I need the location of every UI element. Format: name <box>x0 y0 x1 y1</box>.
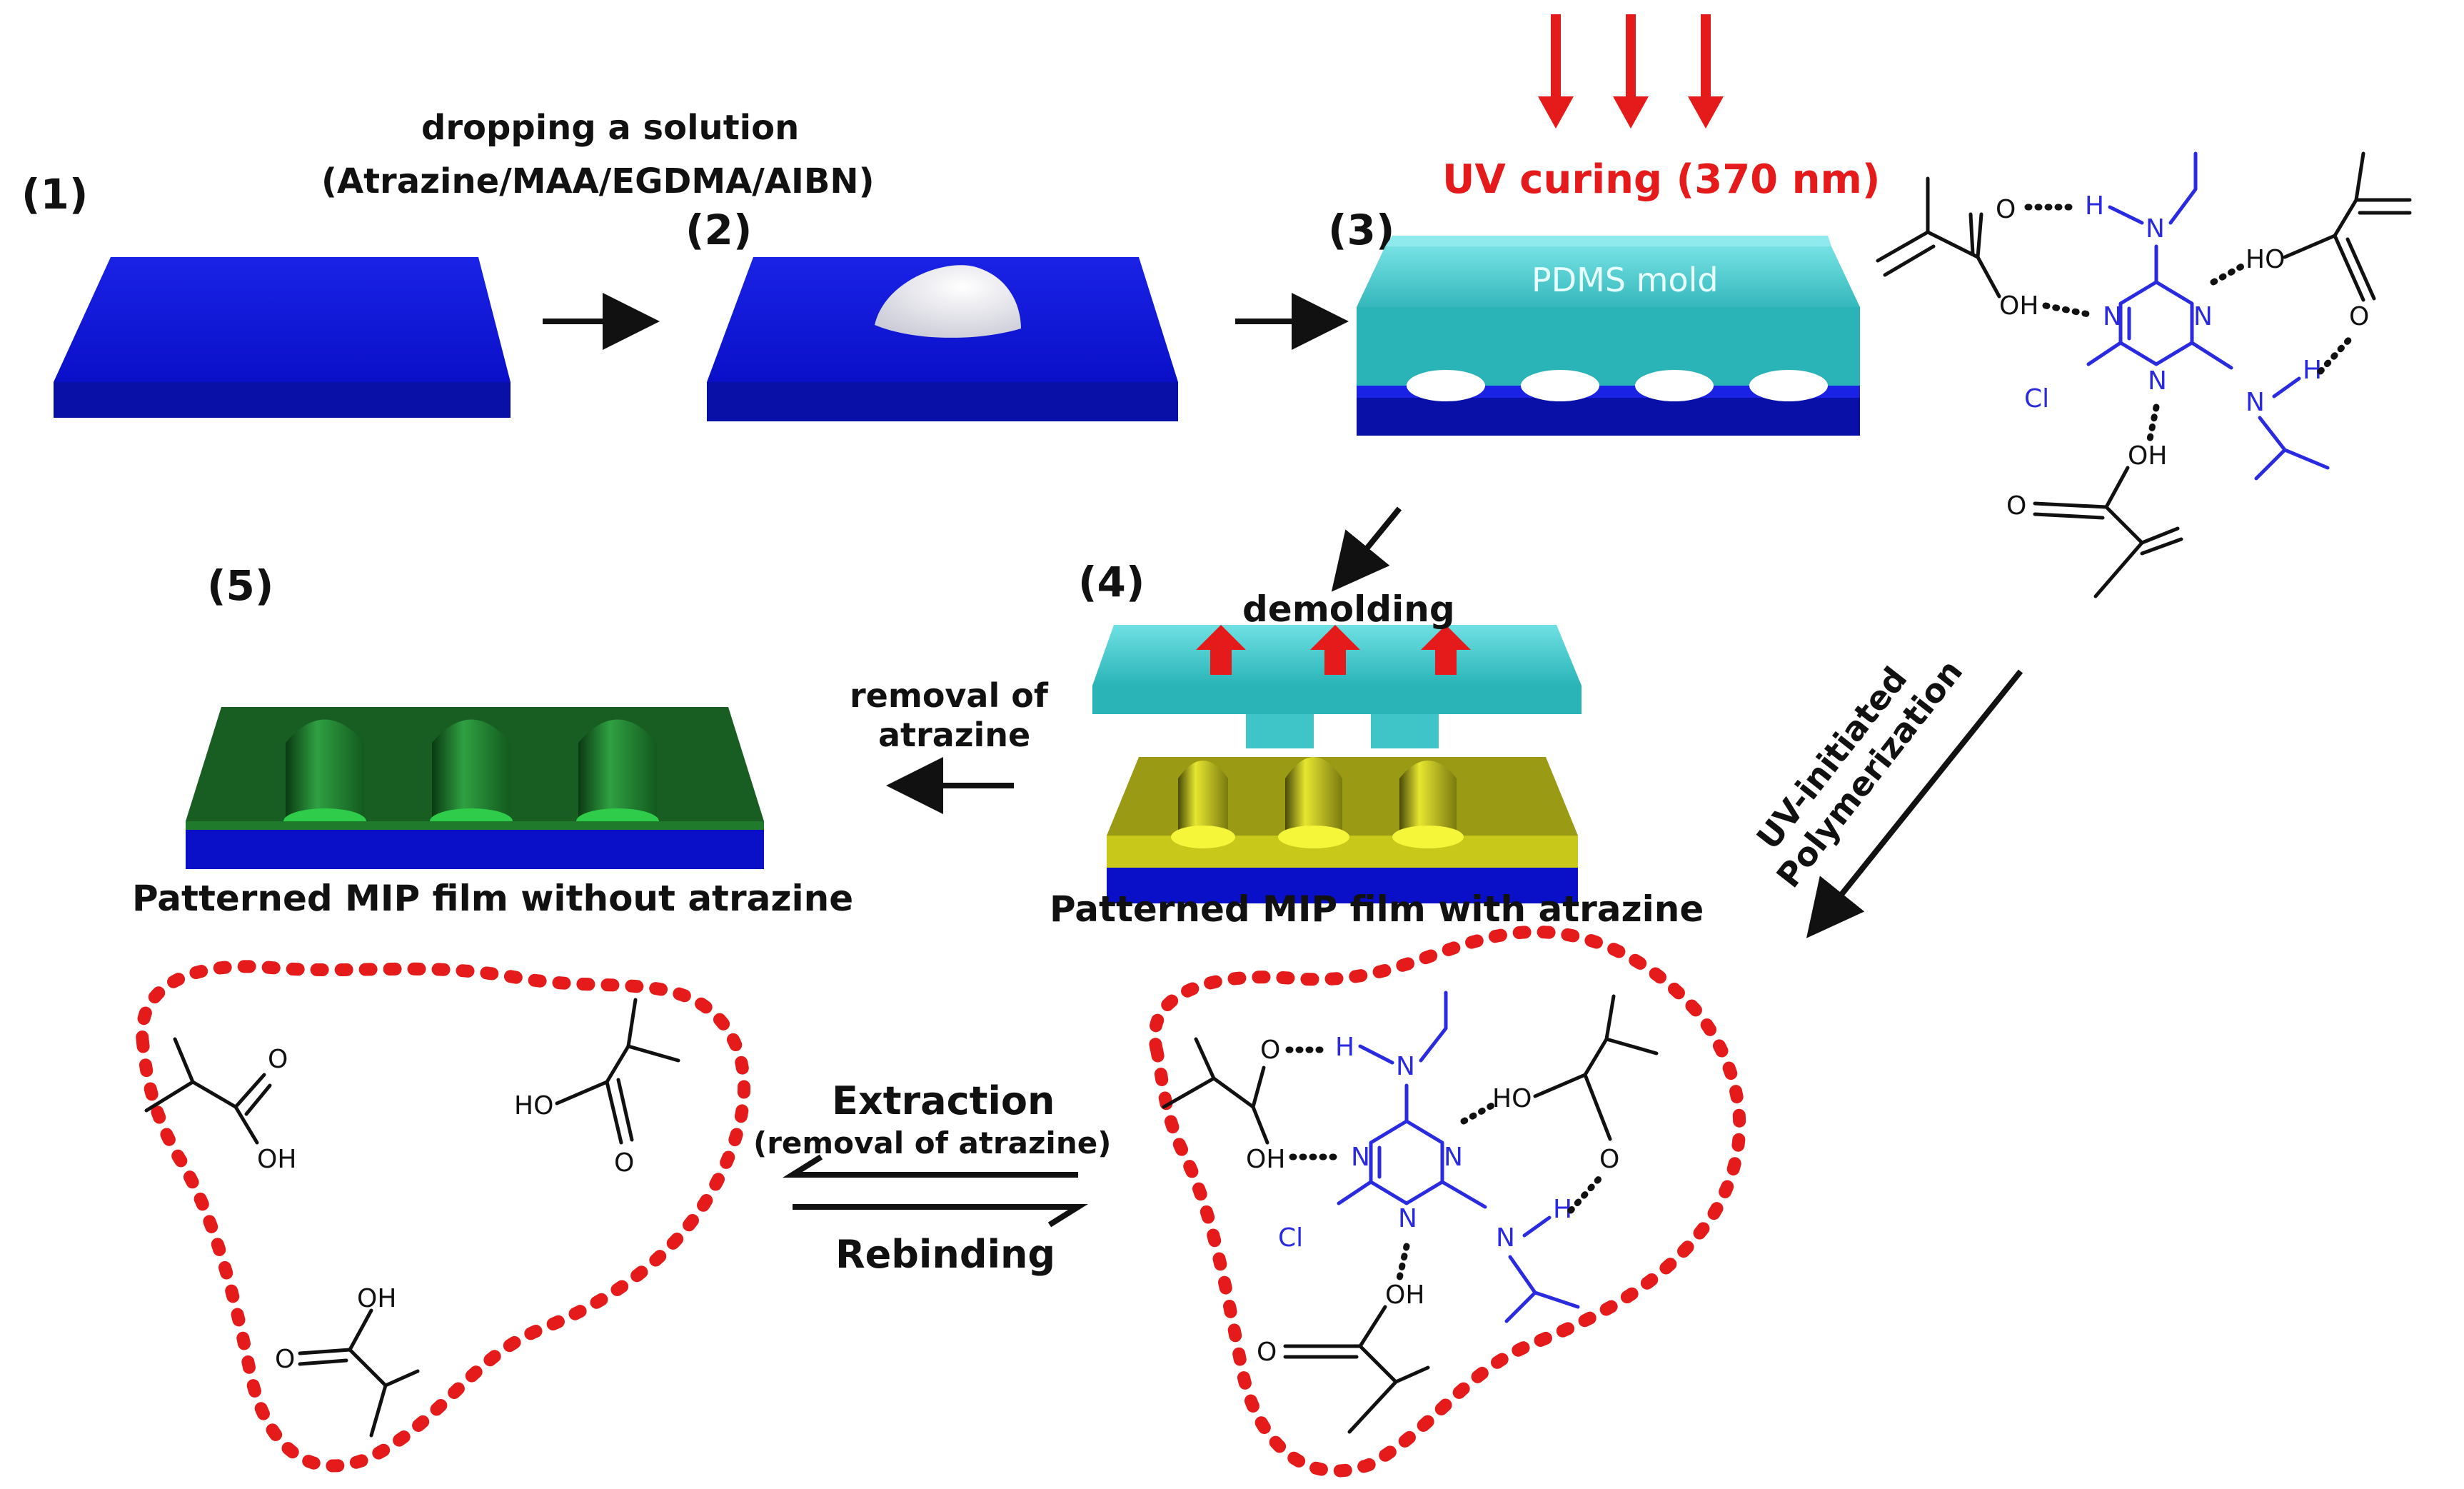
template-complex-in-cavity: O OH H N N N N Cl H N HO O OH O <box>1162 991 1659 1434</box>
step-3-label: (3) <box>1328 206 1394 254</box>
atz1-ring-n2: N <box>2193 302 2213 331</box>
maa2-ho: HO <box>2246 245 2285 274</box>
maa3-oh: OH <box>2128 441 2167 471</box>
cav-maa1-o: O <box>1260 1036 1280 1065</box>
step-2-substrate-with-droplet <box>707 257 1178 421</box>
atz1-ring-n1: N <box>2103 302 2122 331</box>
step-5-film-without-atrazine <box>186 707 764 869</box>
cav-atz-n-ethyl: N <box>1396 1052 1415 1081</box>
extraction-label: Extraction <box>832 1078 1055 1123</box>
maa1-oh: OH <box>1999 291 2038 321</box>
empty-acid1-oh: OH <box>257 1145 296 1174</box>
extraction-rebinding-arrows <box>783 1154 1088 1228</box>
atz1-h: H <box>2085 191 2104 221</box>
empty-acid2-o: O <box>614 1148 634 1178</box>
step-1-label: (1) <box>21 170 88 219</box>
empty-acid1-o: O <box>268 1045 288 1074</box>
cav-maa3-o: O <box>1257 1338 1277 1367</box>
rebinding-label: Rebinding <box>835 1232 1055 1277</box>
maa1-o: O <box>1996 195 2016 224</box>
step-2-label: (2) <box>685 206 752 254</box>
empty-acid3-o: O <box>275 1345 295 1374</box>
solution-droplet <box>875 265 1021 338</box>
cav-maa2-ho: HO <box>1492 1084 1532 1113</box>
cav-maa3-oh: OH <box>1385 1280 1424 1310</box>
removal-label-line2: atrazine <box>878 716 1030 754</box>
uv-curing-label: UV curing (370 nm) <box>1442 156 1880 203</box>
pre-polymerization-complex: O OH H N N N N Cl H N HO O <box>1876 151 2412 598</box>
step-5-label: (5) <box>207 561 273 610</box>
dropping-label-line2: (Atrazine/MAA/EGDMA/AIBN) <box>321 161 875 201</box>
cav-atz-n-isopropyl: N <box>1496 1223 1515 1253</box>
maa2-o: O <box>2349 302 2369 331</box>
step-1-substrate <box>54 257 511 418</box>
cav-atz-ring-n1: N <box>1351 1143 1370 1172</box>
step-4-label: (4) <box>1078 558 1145 606</box>
cav-atz-cl: Cl <box>1278 1223 1303 1253</box>
atz1-cl: Cl <box>2024 384 2049 413</box>
dropping-label-line1: dropping a solution <box>421 108 799 148</box>
step-3-mold-assembly <box>1357 236 1860 436</box>
cavity-outline-with-template <box>1148 925 1746 1478</box>
cavity-outline-empty <box>136 960 750 1473</box>
demolding-red-arrows <box>1196 625 1471 675</box>
atz1-n-ethyl: N <box>2146 214 2165 244</box>
removal-label-line1: removal of <box>850 676 1049 715</box>
demolding-label: demolding <box>1242 588 1455 630</box>
empty-cavity-functional-groups: O OH HO O OH O <box>144 998 680 1438</box>
pdms-mold-label: PDMS mold <box>1532 261 1719 299</box>
film-with-atrazine-label: Patterned MIP film with atrazine <box>1050 888 1704 930</box>
empty-acid3-oh: OH <box>357 1284 396 1313</box>
atz1-n-isopropyl: N <box>2246 388 2265 417</box>
cav-maa1-oh: OH <box>1246 1145 1285 1174</box>
cav-atz-ring-n3: N <box>1398 1204 1417 1233</box>
uv-light-arrows <box>1538 14 1724 129</box>
empty-acid2-ho: HO <box>514 1091 553 1120</box>
arrow-step3-to-step4 <box>1331 506 1402 592</box>
cav-maa2-o: O <box>1599 1145 1619 1174</box>
arrow-uv-polymerization <box>1806 669 2023 938</box>
cav-atz-ring-n2: N <box>1444 1143 1463 1172</box>
extraction-sub-label: (removal of atrazine) <box>753 1125 1111 1160</box>
atz1-ring-n3: N <box>2148 366 2167 396</box>
step-4-demolding <box>1092 625 1582 903</box>
film-without-atrazine-label: Patterned MIP film without atrazine <box>132 878 853 919</box>
cav-atz-h: H <box>1335 1033 1354 1062</box>
maa3-o: O <box>2006 491 2026 521</box>
